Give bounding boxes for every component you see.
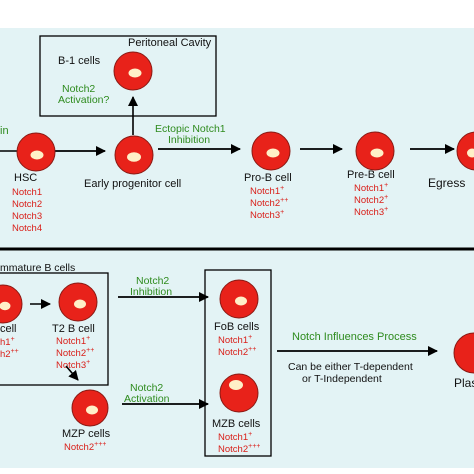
fragment-notch1: h1+: [0, 336, 15, 348]
immature-title: mmature B cells: [0, 262, 75, 274]
hsc-notch4: Notch4: [12, 223, 42, 234]
preb-notch2: Notch2+: [354, 194, 388, 206]
mzb-notch1: Notch1+: [218, 431, 252, 443]
early-progenitor-cell: [114, 135, 154, 175]
t2-label: T2 B cell: [52, 323, 95, 335]
influences-body-line2: or T-Independent: [302, 373, 382, 385]
arrow-t2-to-mzp: [65, 365, 79, 381]
notch-influences-title: Notch Influences Process: [292, 331, 417, 343]
prob-notch1: Notch1+: [250, 185, 284, 197]
hsc-notch1: Notch1: [12, 187, 42, 198]
mzb-label: MZB cells: [212, 418, 261, 430]
early-cell-nucleus: [127, 152, 141, 162]
mzb-cell: [219, 373, 259, 413]
prob-label: Pro-B cell: [244, 172, 292, 184]
plasma-label: Plas: [454, 376, 474, 390]
fragment-cell-label: cell: [0, 323, 17, 335]
pre-b-cell: [355, 131, 395, 171]
preb-label: Pre-B cell: [347, 169, 395, 181]
fragment-cell-nucleus: [0, 301, 11, 311]
preb-notch1: Notch1+: [354, 182, 388, 194]
egress-cell: [456, 131, 474, 171]
mzp-cell: [71, 389, 109, 427]
ectopic-signal-line1: Ectopic Notch1: [155, 123, 226, 135]
early-progenitor-label: Early progenitor cell: [84, 178, 181, 190]
t2-notch3: Notch3+: [56, 359, 90, 371]
mzp-notch2: Notch2+++: [64, 441, 106, 453]
preb-cell-nucleus: [370, 148, 384, 158]
hsc-cell: [16, 132, 56, 172]
egress-cell-nucleus: [467, 148, 474, 158]
left-fragment-label: in: [0, 125, 9, 137]
mzb-cell-body: [219, 373, 259, 413]
ectopic-signal-line2: Inhibition: [168, 134, 210, 146]
b1-cell-nucleus: [128, 68, 142, 78]
influences-body-line1: Can be either T-dependent: [288, 361, 413, 373]
b1-cells-label: B-1 cells: [58, 55, 101, 67]
prob-notch3: Notch3+: [250, 209, 284, 221]
pro-b-cell: [251, 131, 291, 171]
fragment-notch2: h2++: [0, 348, 19, 360]
b1-cell: [113, 51, 153, 91]
peritoneal-cavity-title: Peritoneal Cavity: [128, 37, 212, 49]
fob-label: FoB cells: [214, 321, 260, 333]
transitional-cell-fragment: [0, 284, 23, 324]
preb-notch3: Notch3+: [354, 206, 388, 218]
notch2-inhibition-line1: Notch2: [136, 275, 169, 287]
fob-notch2: Notch2++: [218, 346, 256, 358]
plasma-cell-body: [453, 332, 474, 374]
b1-signal-line1: Notch2: [62, 83, 95, 95]
hsc-cell-nucleus: [30, 150, 44, 160]
prob-cell-nucleus: [266, 148, 280, 158]
egress-label: Egress: [428, 176, 465, 190]
mzb-notch2: Notch2+++: [218, 443, 260, 455]
peritoneal-cavity-box: [39, 35, 217, 117]
t2-notch1: Notch1+: [56, 335, 90, 347]
t2-cell-nucleus: [74, 299, 86, 309]
fob-cell-nucleus: [235, 296, 247, 306]
t2-notch2: Notch2++: [56, 347, 94, 359]
t2-b-cell: [58, 282, 98, 322]
notch2-activation-line2: Activation: [124, 393, 170, 405]
mzp-cell-nucleus: [86, 405, 98, 415]
mzb-cell-nucleus: [229, 380, 243, 390]
mature-b-cell-box: [204, 269, 272, 457]
b1-signal-line2: Activation?: [58, 94, 110, 106]
hsc-notch3: Notch3: [12, 211, 42, 222]
mzp-label: MZP cells: [62, 428, 111, 440]
hsc-label: HSC: [14, 172, 37, 184]
fob-cell: [219, 279, 259, 319]
immature-b-cell-box: [0, 272, 109, 386]
fob-notch1: Notch1+: [218, 334, 252, 346]
notch2-inhibition-line2: Inhibition: [130, 286, 172, 298]
prob-notch2: Notch2++: [250, 197, 288, 209]
notch2-activation-line1: Notch2: [130, 382, 163, 394]
plasma-cell: [453, 332, 474, 374]
fragment-cell-body: [0, 284, 23, 324]
hsc-notch2: Notch2: [12, 199, 42, 210]
egress-cell-body: [456, 131, 474, 171]
